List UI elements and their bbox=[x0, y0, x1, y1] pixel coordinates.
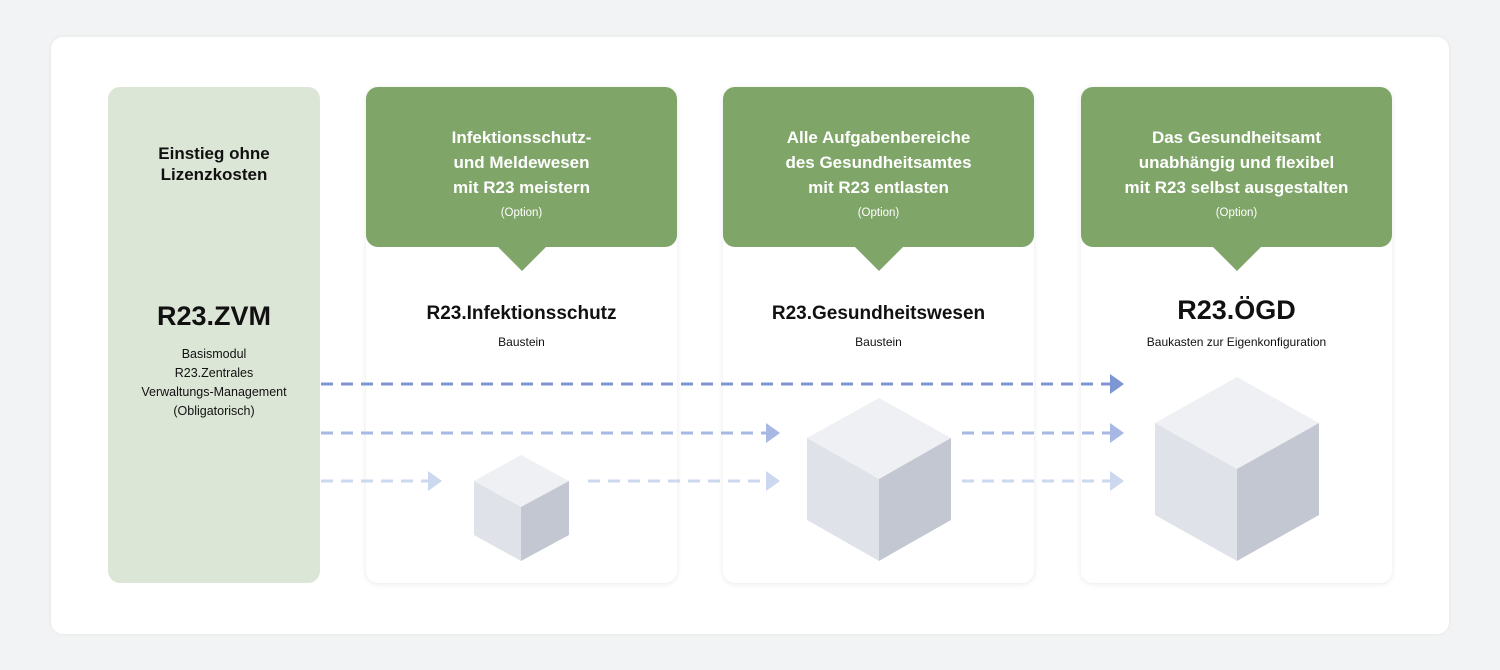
zvm-desc-line: R23.Zentrales bbox=[174, 366, 254, 380]
module-name: R23.ÖGD bbox=[1177, 295, 1296, 325]
option-label: (Option) bbox=[857, 207, 900, 219]
header-line: Das Gesundheitsamt bbox=[1151, 128, 1322, 147]
module-subtitle: Baustein bbox=[855, 335, 902, 349]
module-card-gesundheitswesen: Alle Aufgabenbereiche des Gesundheitsamt… bbox=[723, 87, 1034, 583]
module-header: Infektionsschutz- und Meldewesen mit R23… bbox=[366, 87, 677, 271]
module-subtitle: Baustein bbox=[498, 335, 545, 349]
zvm-description: Basismodul R23.Zentrales Verwaltungs-Man… bbox=[108, 345, 320, 421]
header-line: mit R23 meistern bbox=[453, 178, 590, 197]
zvm-desc-line: (Obligatorisch) bbox=[173, 404, 255, 418]
module-header: Das Gesundheitsamt unabhängig und flexib… bbox=[1081, 87, 1392, 271]
module-card-infektionsschutz: Infektionsschutz- und Meldewesen mit R23… bbox=[366, 87, 677, 583]
zvm-intro: Einstieg ohne Lizenzkosten bbox=[108, 143, 320, 185]
header-pointer bbox=[854, 247, 903, 271]
module-name: R23.Gesundheitswesen bbox=[771, 303, 986, 324]
header-line: mit R23 entlasten bbox=[808, 178, 949, 197]
module-header-title: Infektionsschutz- und Meldewesen mit R23… bbox=[366, 125, 677, 200]
zvm-intro-line: Lizenzkosten bbox=[160, 165, 268, 184]
header-pointer bbox=[497, 247, 546, 271]
header-line: und Meldewesen bbox=[453, 153, 590, 172]
module-card-oegd: Das Gesundheitsamt unabhängig und flexib… bbox=[1081, 87, 1392, 583]
header-line: mit R23 selbst ausgestalten bbox=[1124, 178, 1349, 197]
zvm-card: Einstieg ohne Lizenzkosten R23.ZVM Basis… bbox=[108, 87, 320, 583]
header-line: Alle Aufgabenbereiche bbox=[786, 128, 971, 147]
header-line: Infektionsschutz- bbox=[451, 128, 592, 147]
zvm-intro-line: Einstieg ohne bbox=[158, 144, 270, 163]
module-subtitle: Baukasten zur Eigenkonfiguration bbox=[1146, 335, 1327, 349]
header-line: des Gesundheitsamtes bbox=[785, 153, 972, 172]
zvm-name: R23.ZVM bbox=[156, 301, 272, 331]
option-label: (Option) bbox=[500, 207, 543, 219]
header-pointer bbox=[1212, 247, 1261, 271]
module-header-title: Alle Aufgabenbereiche des Gesundheitsamt… bbox=[723, 125, 1034, 200]
zvm-desc-line: Basismodul bbox=[181, 347, 247, 361]
module-header: Alle Aufgabenbereiche des Gesundheitsamt… bbox=[723, 87, 1034, 271]
zvm-desc-line: Verwaltungs-Management bbox=[141, 385, 287, 399]
module-name: R23.Infektionsschutz bbox=[426, 303, 617, 324]
header-line: unabhängig und flexibel bbox=[1138, 153, 1335, 172]
option-label: (Option) bbox=[1215, 207, 1258, 219]
module-header-title: Das Gesundheitsamt unabhängig und flexib… bbox=[1081, 125, 1392, 200]
